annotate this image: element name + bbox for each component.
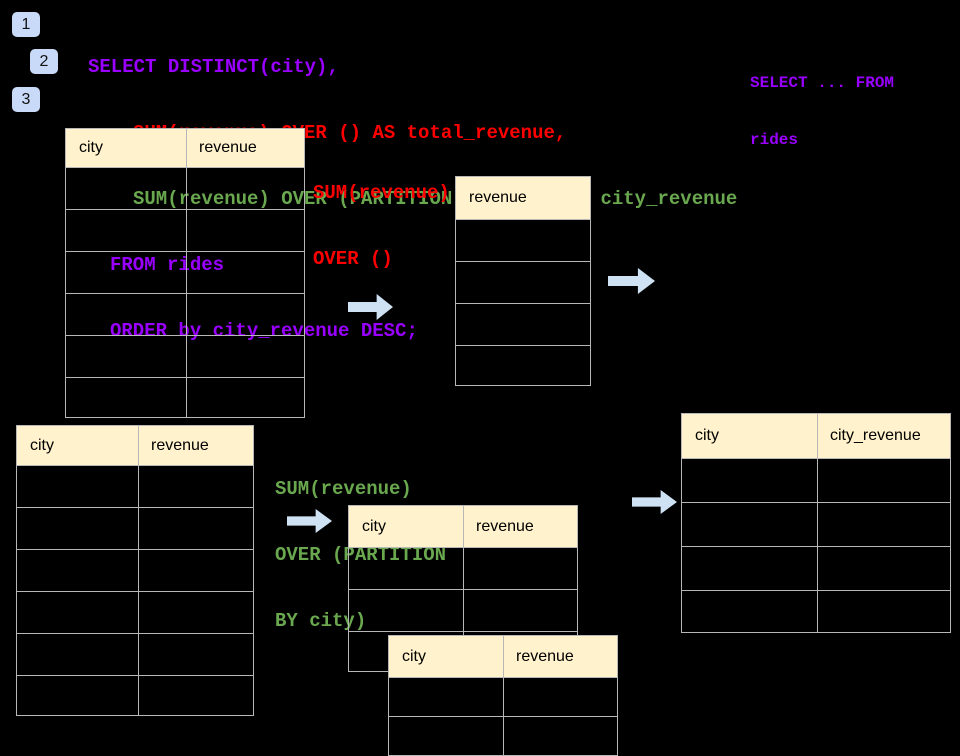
table-row (682, 458, 950, 502)
city-revenue-result-table: city city_revenue (681, 413, 951, 633)
table-row (682, 502, 950, 546)
table-row (66, 209, 304, 251)
column-header-city: city (402, 647, 426, 665)
rides-source-table-bottom: city revenue (16, 425, 254, 716)
table-row (456, 345, 590, 386)
from-note-line1: SELECT ... FROM (750, 74, 895, 92)
column-header-revenue: revenue (151, 436, 209, 454)
flow-arrow-icon (287, 509, 332, 533)
table-row (17, 507, 253, 549)
sql-line-order: ORDER by city_revenue DESC; (110, 320, 418, 342)
partition-group-table: city revenue (348, 505, 578, 672)
column-divider (817, 414, 818, 632)
total-revenue-result-table: revenue (455, 176, 591, 386)
table-row (66, 293, 304, 335)
from-rides-note: SELECT ... FROM rides (750, 36, 894, 169)
total-label-line1: SUM(revenue) (313, 182, 450, 204)
table-row (682, 590, 950, 633)
table-row (456, 261, 590, 303)
rides-source-table-top: city revenue (65, 128, 305, 418)
table-row (17, 633, 253, 675)
column-header-revenue: revenue (516, 647, 574, 665)
sql-line-from: FROM rides (110, 254, 225, 276)
step-badge-2: 2 (30, 49, 58, 74)
partition-label-line3: BY city) (275, 610, 367, 632)
table-row (17, 549, 253, 591)
sql-line-select: SELECT DISTINCT(city), (88, 56, 339, 78)
partition-label-line1: SUM(revenue) (275, 478, 412, 500)
column-header-city: city (30, 436, 54, 454)
table-row (456, 303, 590, 345)
table-row (66, 335, 304, 377)
table-row (66, 251, 304, 293)
from-note-line2: rides (750, 131, 799, 149)
partition-group-table-overlay: city revenue (388, 635, 618, 756)
column-header-city: city (362, 517, 386, 535)
column-header-city-revenue: city_revenue (830, 427, 921, 444)
column-divider (186, 129, 187, 417)
column-divider (463, 506, 464, 671)
table-row (456, 219, 590, 261)
flow-arrow-icon (632, 490, 677, 514)
table-row (17, 465, 253, 507)
column-header-revenue: revenue (199, 139, 257, 156)
column-header-city: city (695, 427, 719, 444)
table-row (66, 167, 304, 209)
sql-window-function-diagram: { "colors": { "bg": "#000000", "table_he… (12, 12, 951, 756)
step-badge-1: 1 (12, 12, 40, 37)
table-row (66, 377, 304, 418)
table-row (682, 546, 950, 590)
column-header-city: city (79, 139, 103, 156)
flow-arrow-icon (608, 268, 655, 294)
step-badge-3: 3 (12, 87, 40, 112)
table-row (17, 591, 253, 633)
column-header-revenue: revenue (469, 189, 527, 206)
column-divider (138, 426, 139, 715)
partition-window-label: SUM(revenue) OVER (PARTITION BY city) (275, 434, 446, 654)
column-divider (503, 636, 504, 755)
total-label-line2: OVER () (313, 248, 393, 270)
table-row (17, 675, 253, 716)
total-revenue-window-label: SUM(revenue) OVER () (313, 138, 450, 292)
partition-label-line2: OVER (PARTITION (275, 544, 447, 566)
column-header-revenue: revenue (476, 517, 534, 535)
flow-arrow-icon (348, 294, 393, 320)
